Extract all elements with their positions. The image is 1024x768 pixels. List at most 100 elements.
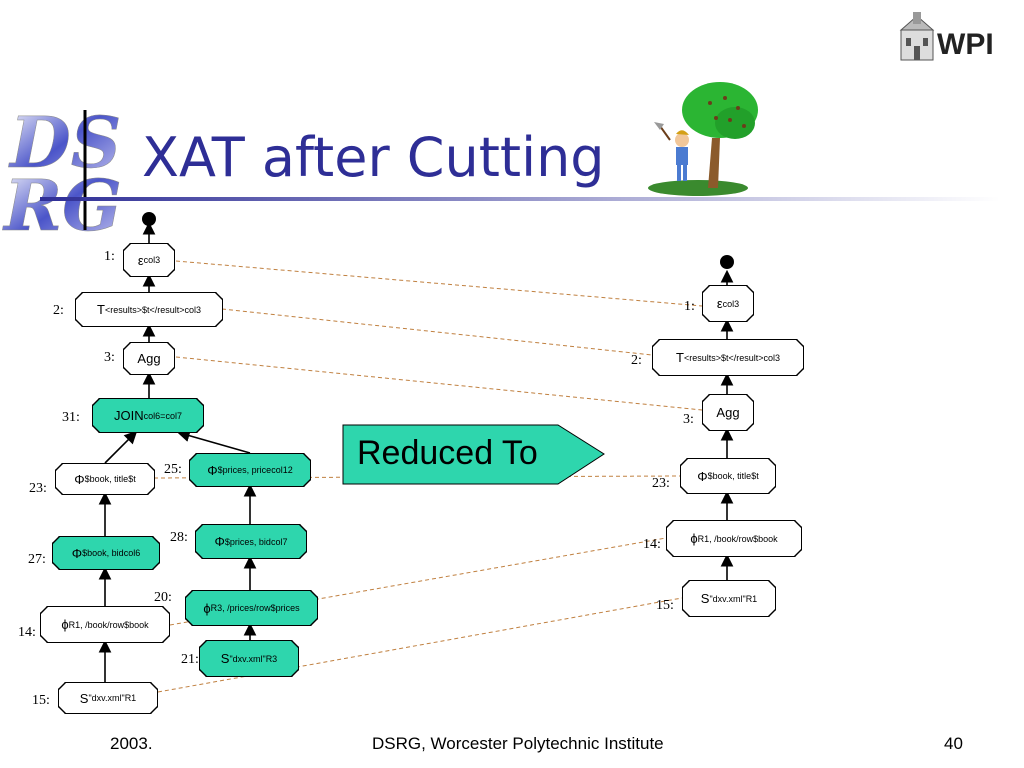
left-node-label: 23:: [29, 481, 47, 496]
operator-subscript: "dxv.xml": [709, 593, 746, 604]
operator-box: Φ$book, title$t: [681, 459, 775, 493]
left-node-21: S"dxv.xml"R3: [199, 640, 299, 677]
footer-date: 2003.: [110, 734, 153, 753]
left-node-label: 31:: [62, 410, 80, 425]
operator-symbol: ε: [716, 296, 723, 311]
operator-box: S"dxv.xml"R1: [59, 683, 157, 713]
operator-superscript: $t: [751, 471, 759, 481]
right-node-2: T<results>$t</result>col3: [652, 339, 804, 376]
left-node-label: 3:: [104, 350, 115, 365]
operator-box: Agg: [703, 395, 753, 430]
operator-symbol: Φ: [214, 534, 225, 549]
right-node-label: 14:: [643, 537, 661, 552]
operator-subscript: R3, /prices/row: [210, 603, 271, 613]
operator-superscript: R3: [265, 653, 278, 664]
svg-text:DS: DS: [8, 105, 121, 184]
wpi-building-icon: [899, 12, 935, 61]
reduced-to-arrow: [342, 424, 605, 485]
operator-superscript: $prices: [270, 603, 300, 613]
operator-superscript: col7: [270, 536, 288, 547]
operator-superscript: R1: [745, 593, 758, 604]
operator-subscript: col3: [143, 255, 161, 265]
operator-superscript: R1: [124, 693, 137, 703]
left-node-label: 2:: [53, 303, 64, 318]
operator-subscript: $book, title: [84, 474, 129, 484]
left-node-label: 21:: [181, 652, 199, 667]
operator-box: Φ$book, title$t: [56, 464, 154, 494]
operator-symbol: Φ: [74, 471, 85, 487]
operator-symbol: ε: [137, 252, 144, 268]
right-node-label: 15:: [656, 598, 674, 613]
operator-box: T<results>$t</result>col3: [76, 293, 222, 326]
operator-symbol: Agg: [716, 405, 740, 420]
operator-box: S"dxv.xml"R1: [683, 581, 775, 616]
left-node-23: Φ$book, title$t: [55, 463, 155, 495]
right-node-label: 2:: [631, 353, 642, 368]
operator-subscript: R1, /book/row: [68, 619, 125, 630]
operator-subscript: $prices, bid: [224, 536, 271, 547]
operator-subscript: <results>$t</result>: [104, 304, 185, 315]
right-node-23: Φ$book, title$t: [680, 458, 776, 494]
operator-superscript: $book: [753, 533, 778, 544]
operator-superscript: col12: [271, 465, 293, 475]
left-node-label: 20:: [154, 590, 172, 605]
operator-symbol: ϕ: [61, 617, 69, 632]
operator-symbol: JOIN: [114, 408, 144, 423]
operator-symbol: T: [675, 350, 684, 365]
operator-subscript: "dxv.xml": [88, 693, 125, 703]
operator-subscript: col3: [722, 298, 740, 309]
operator-superscript: $t: [128, 474, 136, 484]
left-node-label: 1:: [104, 249, 115, 264]
footer-page-number: 40: [944, 734, 963, 753]
left-node-label: 25:: [164, 462, 182, 477]
right-node-label: 1:: [684, 299, 695, 314]
reduced-to-label: Reduced To: [357, 434, 538, 472]
left-node-label: 15:: [32, 693, 50, 708]
right-root-dot: [720, 255, 734, 269]
left-root-dot: [142, 212, 156, 226]
operator-superscript: col6: [123, 548, 141, 558]
operator-symbol: Φ: [207, 462, 218, 478]
right-node-15: S"dxv.xml"R1: [682, 580, 776, 617]
operator-box: Agg: [124, 343, 174, 374]
operator-box: T<results>$t</result>col3: [653, 340, 803, 375]
left-node-label: 27:: [28, 552, 46, 567]
operator-box: JOIN col6=col7: [93, 399, 203, 432]
operator-symbol: ϕ: [203, 600, 211, 616]
operator-symbol: Φ: [697, 468, 708, 484]
tree-cutting-icon: [648, 82, 758, 196]
operator-symbol: ϕ: [690, 531, 698, 546]
operator-subscript: col6=col7: [143, 410, 182, 421]
operator-subscript: <results>$t</result>: [683, 352, 764, 363]
slide-title: XAT after Cutting: [142, 126, 605, 189]
operator-symbol: S: [700, 591, 710, 606]
operator-subscript: $book, bid: [82, 548, 124, 558]
operator-symbol: Agg: [137, 351, 161, 366]
right-node-label: 23:: [652, 476, 670, 491]
left-node-3: Agg: [123, 342, 175, 375]
wpi-logo-text: WPI: [937, 28, 994, 61]
operator-box: S"dxv.xml"R3: [200, 641, 298, 676]
footer-center: DSRG, Worcester Polytechnic Institute: [372, 734, 664, 753]
operator-subscript: "dxv.xml": [229, 653, 266, 664]
operator-subscript: R1, /book/row: [697, 533, 754, 544]
left-node-label: 14:: [18, 625, 36, 640]
left-node-label: 28:: [170, 530, 188, 545]
operator-superscript: col3: [763, 352, 780, 363]
left-node-15: S"dxv.xml"R1: [58, 682, 158, 714]
operator-superscript: col3: [184, 304, 201, 315]
operator-subscript: $prices, price: [217, 465, 272, 475]
operator-subscript: $book, title: [707, 471, 752, 481]
